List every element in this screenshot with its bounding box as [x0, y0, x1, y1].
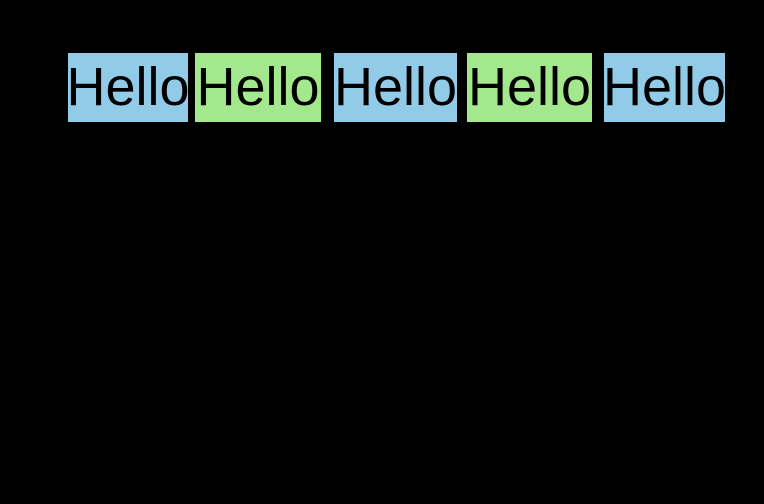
- hello-box-4: Hello: [467, 53, 592, 122]
- hello-box-label: Hello: [334, 57, 457, 117]
- hello-box-3: Hello: [334, 53, 457, 122]
- hello-box-2: Hello: [195, 53, 321, 122]
- hello-box-1: Hello: [68, 53, 188, 122]
- hello-box-label: Hello: [68, 57, 188, 117]
- hello-box-5: Hello: [604, 53, 725, 122]
- hello-box-label: Hello: [604, 57, 725, 117]
- hello-box-label: Hello: [467, 57, 592, 117]
- hello-box-label: Hello: [196, 57, 320, 117]
